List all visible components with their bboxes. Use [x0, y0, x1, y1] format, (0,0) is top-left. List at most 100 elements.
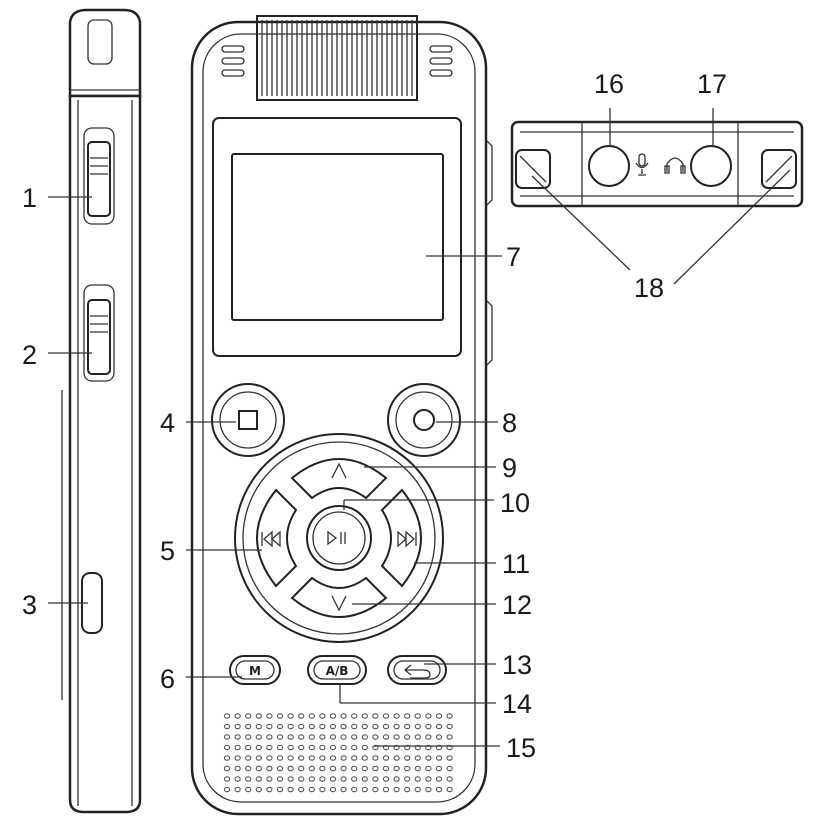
speaker-hole	[276, 744, 284, 751]
speaker-hole	[298, 786, 305, 793]
speaker-hole	[435, 744, 443, 751]
speaker-hole	[276, 734, 284, 740]
speaker-hole	[414, 776, 421, 782]
speaker-hole	[319, 734, 326, 740]
callout-14: 14	[502, 689, 532, 719]
callout-13: 13	[502, 650, 532, 680]
down-button[interactable]	[290, 576, 388, 618]
speaker-hole	[245, 713, 252, 719]
speaker-hole	[372, 765, 379, 772]
up-button[interactable]	[290, 458, 388, 500]
speaker-hole	[404, 765, 411, 772]
speaker-hole	[245, 734, 252, 740]
callout-7: 7	[506, 242, 521, 272]
speaker-hole	[308, 734, 315, 740]
speaker-hole	[340, 744, 347, 751]
callout-17: 17	[697, 69, 727, 99]
speaker-hole	[298, 744, 305, 751]
record-circle-icon	[413, 409, 435, 431]
speaker-hole	[234, 744, 241, 751]
chevron-down-icon	[331, 595, 347, 612]
speaker-hole	[340, 713, 347, 719]
speaker-hole	[446, 776, 453, 782]
speaker-hole	[266, 734, 273, 740]
speaker-hole	[340, 776, 347, 782]
speaker-hole	[276, 765, 284, 772]
speaker-hole	[340, 765, 347, 772]
speaker-hole	[425, 713, 432, 719]
headphones-icon	[664, 157, 686, 174]
side-switch-1[interactable]	[83, 127, 115, 225]
mic-grille	[256, 15, 418, 101]
speaker-hole	[298, 755, 305, 761]
play-pause-icon	[327, 530, 346, 546]
back-button[interactable]	[387, 655, 447, 685]
speaker-hole	[372, 744, 379, 751]
speaker-hole	[266, 776, 273, 782]
speaker-hole	[266, 723, 273, 730]
speaker-hole	[234, 723, 241, 730]
leader-lines	[48, 108, 791, 747]
speaker-hole	[435, 713, 443, 719]
play-pause-button[interactable]	[306, 505, 372, 571]
speaker-hole	[245, 755, 252, 761]
speaker-hole	[298, 776, 305, 782]
callout-2: 2	[22, 340, 37, 370]
speaker-hole	[382, 765, 390, 772]
speaker-hole	[435, 723, 443, 730]
chevron-up-icon	[331, 462, 347, 479]
callout-4: 4	[160, 408, 175, 438]
headphone-jack[interactable]	[690, 145, 732, 187]
mic-jack[interactable]	[588, 145, 630, 187]
speaker-hole	[361, 786, 368, 793]
speaker-hole	[223, 744, 231, 751]
speaker-hole	[446, 713, 453, 719]
speaker-hole	[361, 723, 368, 730]
speaker-hole	[404, 776, 411, 782]
side-switch-2[interactable]	[83, 284, 115, 382]
speaker-hole	[245, 765, 252, 772]
next-button[interactable]	[380, 488, 422, 588]
speaker-hole	[393, 744, 400, 751]
speaker-hole	[329, 786, 337, 793]
speaker-hole	[404, 713, 411, 719]
speaker-hole	[425, 744, 432, 751]
speaker-hole	[446, 765, 453, 772]
speaker-hole	[393, 776, 400, 782]
speaker-hole	[425, 776, 432, 782]
speaker-hole	[382, 776, 390, 782]
speaker-hole	[319, 713, 326, 719]
prev-button[interactable]	[256, 488, 298, 588]
microphone-icon	[635, 153, 649, 176]
speaker-hole	[308, 755, 315, 761]
speaker-hole	[382, 734, 390, 740]
speaker-hole	[223, 786, 231, 793]
speaker-hole	[255, 776, 262, 782]
ab-repeat-button[interactable]: A/B	[307, 655, 367, 685]
speaker-hole	[404, 723, 411, 730]
speaker-hole	[223, 723, 231, 730]
speaker-hole	[266, 786, 273, 793]
speaker-hole	[266, 744, 273, 751]
menu-button[interactable]: M	[229, 655, 281, 685]
speaker-hole	[308, 744, 315, 751]
speaker-hole	[351, 786, 358, 793]
front-view: M A/B	[190, 15, 493, 816]
speaker-hole	[340, 786, 347, 793]
speaker-hole	[234, 734, 241, 740]
stop-square-icon	[238, 410, 258, 430]
speaker-hole	[382, 723, 390, 730]
stop-button[interactable]	[211, 383, 285, 457]
speaker-hole	[319, 723, 326, 730]
speaker-hole	[287, 723, 294, 730]
speaker-hole	[382, 755, 390, 761]
speaker-hole	[234, 776, 241, 782]
menu-button-label: M	[249, 664, 261, 678]
speaker-hole	[266, 765, 273, 772]
skip-back-icon	[261, 530, 281, 548]
speaker-hole	[382, 786, 390, 793]
record-button[interactable]	[387, 383, 461, 457]
speaker-hole	[255, 786, 262, 793]
speaker-hole	[351, 776, 358, 782]
